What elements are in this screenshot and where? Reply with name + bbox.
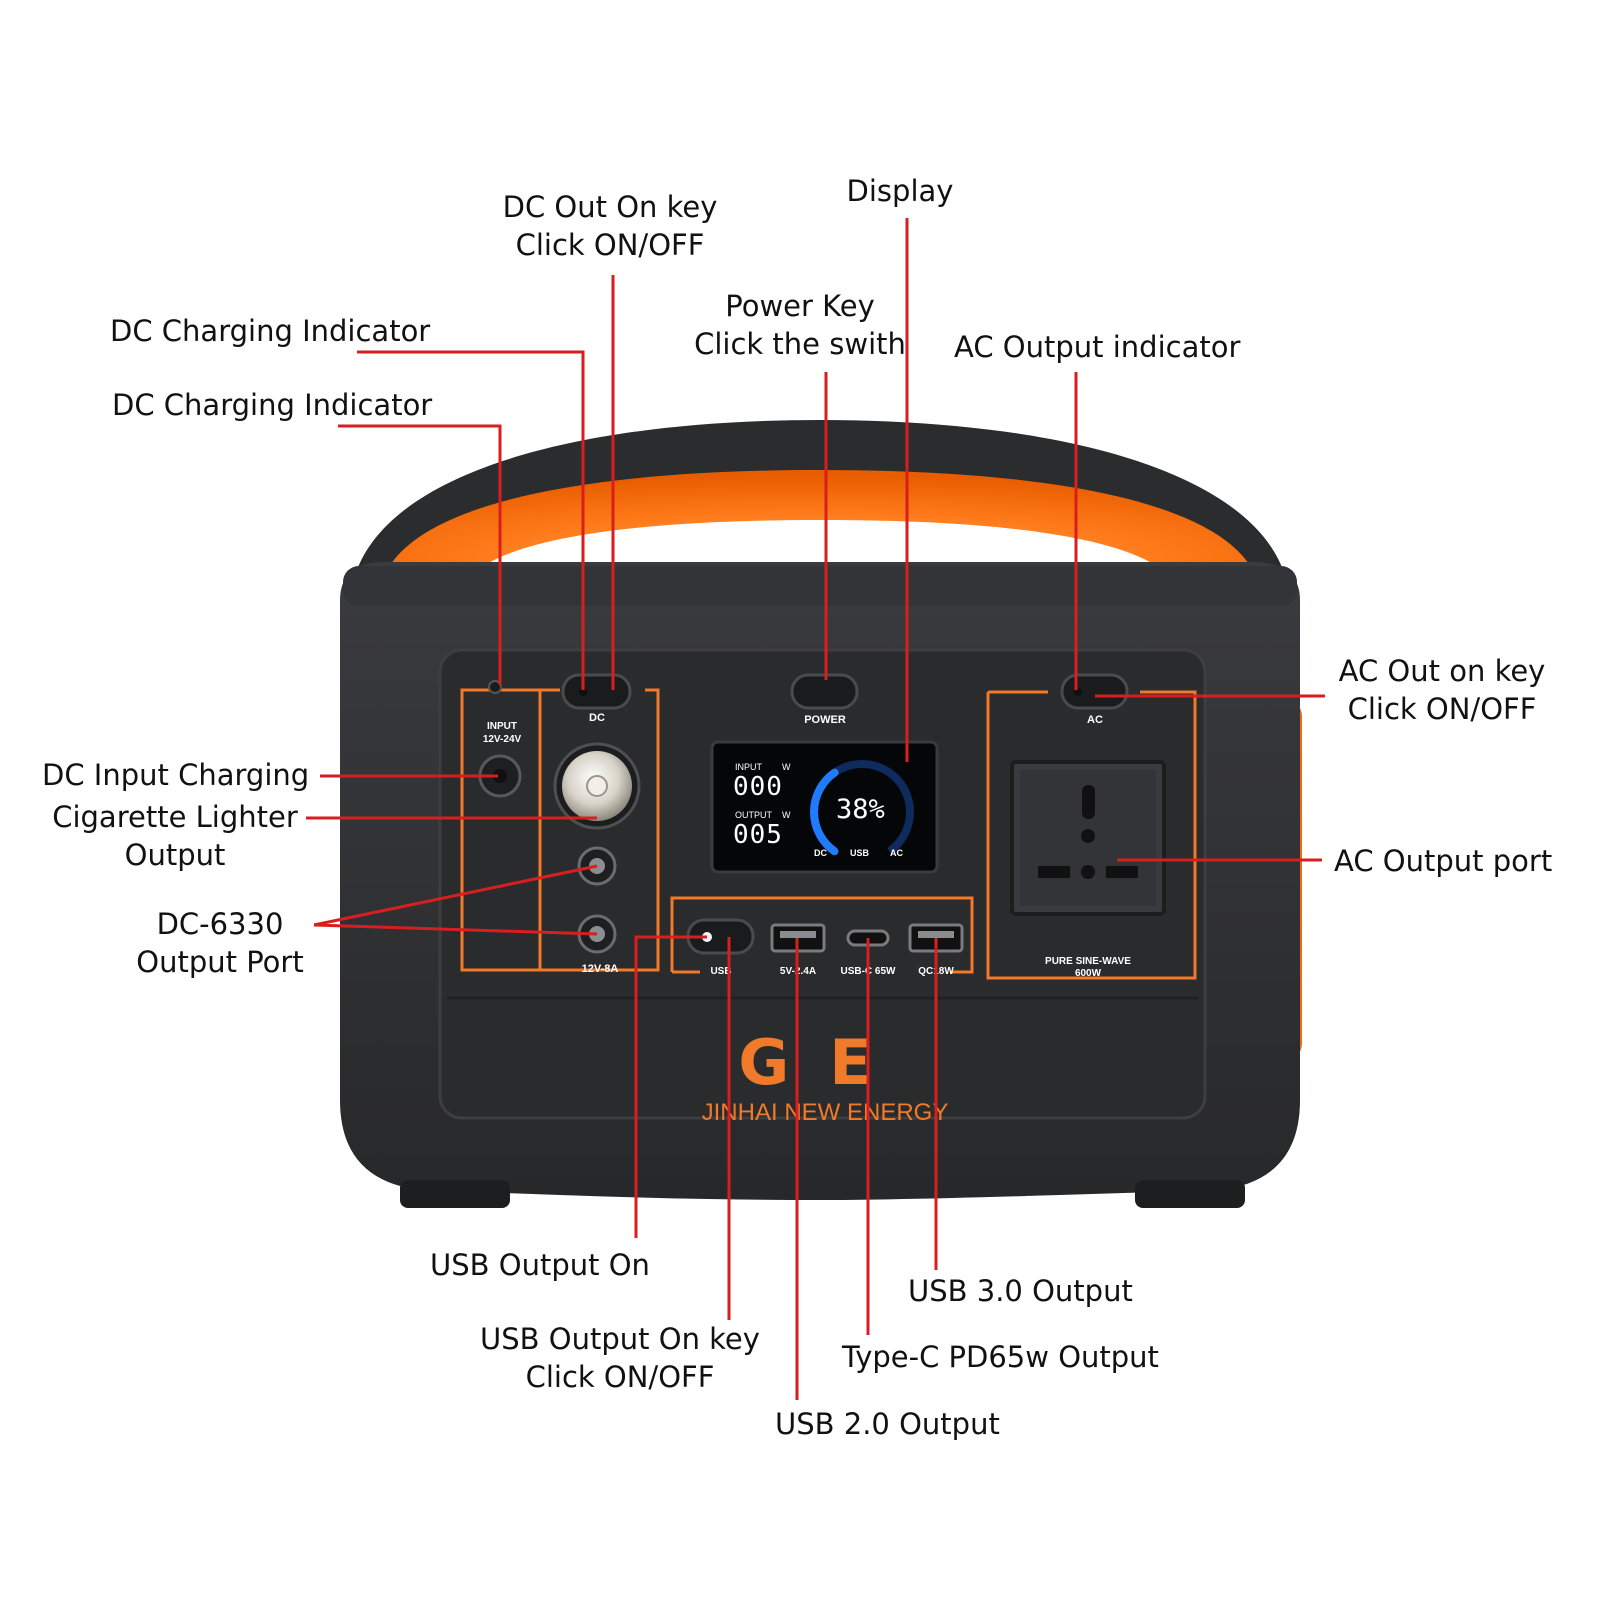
callout-ac-output-indicator: AC Output indicator xyxy=(954,330,1241,364)
section-outlines xyxy=(460,688,1197,980)
cigarette-lighter-socket[interactable] xyxy=(553,742,641,830)
callout-power-key: Power Key Click the swith xyxy=(680,287,920,363)
ac-outlet[interactable] xyxy=(1010,760,1166,916)
input-label-line1: INPUT xyxy=(487,721,517,732)
callout-ac-out-key-line2: Click ON/OFF xyxy=(1347,692,1537,726)
leader-dc6330-2 xyxy=(313,923,598,936)
right-foot xyxy=(1135,1180,1245,1208)
callout-cigarette-lighter: Cigarette Lighter Output xyxy=(40,798,310,874)
screen-output-unit: W xyxy=(782,810,791,820)
callout-usb-key-line2: Click ON/OFF xyxy=(525,1360,715,1394)
callout-dc-charging-indicator-1: DC Charging Indicator xyxy=(110,314,431,348)
screen-indicator-ac: AC xyxy=(890,848,903,858)
ac-out-key[interactable] xyxy=(1060,673,1129,710)
brand-company: JINHAI NEW ENERGY xyxy=(701,1099,949,1126)
callout-ac-out-key-line1: AC Out on key xyxy=(1338,654,1546,688)
dc6330-port-1[interactable] xyxy=(577,846,617,886)
callout-usb-output-on: USB Output On xyxy=(430,1248,650,1282)
callout-cigarette-line1: Cigarette Lighter xyxy=(52,800,298,834)
ac-rating-label: PURE SINE-WAVE 600W xyxy=(1028,956,1148,980)
callout-usb30-output: USB 3.0 Output xyxy=(908,1274,1133,1308)
dc-charging-led xyxy=(488,680,502,694)
screen-battery-percent: 38% xyxy=(836,794,885,825)
callout-ac-output-port: AC Output port xyxy=(1334,844,1553,878)
callout-dc6330-line1: DC-6330 xyxy=(156,907,284,941)
callout-power-key-line2: Click the swith xyxy=(694,327,906,361)
leader-dc-charging-2 xyxy=(338,424,502,685)
callout-dc-out-key-line2: Click ON/OFF xyxy=(515,228,705,262)
callout-dc-out-key-line1: DC Out On key xyxy=(502,190,718,224)
input-label-line2: 12V-24V xyxy=(482,734,522,745)
callout-dc-out-key: DC Out On key Click ON/OFF xyxy=(480,188,740,264)
callout-display: Display xyxy=(846,174,954,208)
leader-usb-output-on xyxy=(634,935,707,1238)
screen-indicator-usb: USB xyxy=(850,848,870,858)
leader-dc6330-1 xyxy=(313,864,598,927)
battery-gauge-arc xyxy=(810,768,839,856)
brand-logo: GE xyxy=(738,1026,912,1099)
carry-handle xyxy=(350,420,1290,600)
callout-usb-output-on-key: USB Output On key Click ON/OFF xyxy=(470,1320,770,1396)
callout-typec-output: Type-C PD65w Output xyxy=(842,1340,1159,1374)
ac-rating-line2: 600W xyxy=(1074,968,1102,979)
screen-output-value: 005 xyxy=(733,820,783,850)
callout-cigarette-line2: Output xyxy=(124,838,226,872)
input-port-label: INPUT 12V-24V xyxy=(472,720,532,746)
screen-output-caption: OUTPUT xyxy=(735,810,772,820)
callout-ac-out-key: AC Out on key Click ON/OFF xyxy=(1322,652,1562,728)
dc-key-label: DC xyxy=(589,712,605,724)
callout-dc6330-line2: Output Port xyxy=(136,945,304,979)
leader-dc-charging-1 xyxy=(357,350,585,690)
screen-input-caption: INPUT xyxy=(735,762,762,772)
callout-dc-charging-indicator-2: DC Charging Indicator xyxy=(112,388,433,422)
dc-output-rating: 12V-8A xyxy=(581,963,619,975)
callout-dc6330: DC-6330 Output Port xyxy=(120,905,320,981)
usb-label-usb: USB xyxy=(710,966,732,977)
screen-indicator-dc: DC xyxy=(814,848,827,858)
power-key-label: POWER xyxy=(804,714,846,726)
callout-power-key-line1: Power Key xyxy=(725,289,875,323)
screen-input-value: 000 xyxy=(733,772,783,802)
ac-key-label: AC xyxy=(1087,714,1103,726)
callout-dc-input-charging: DC Input Charging xyxy=(42,758,310,792)
left-foot xyxy=(400,1180,510,1208)
callout-usb20-output: USB 2.0 Output xyxy=(775,1407,1000,1441)
ac-rating-line1: PURE SINE-WAVE xyxy=(1045,956,1131,967)
lcd-display xyxy=(710,740,939,874)
screen-input-unit: W xyxy=(782,762,791,772)
callout-usb-key-line1: USB Output On key xyxy=(480,1322,760,1356)
